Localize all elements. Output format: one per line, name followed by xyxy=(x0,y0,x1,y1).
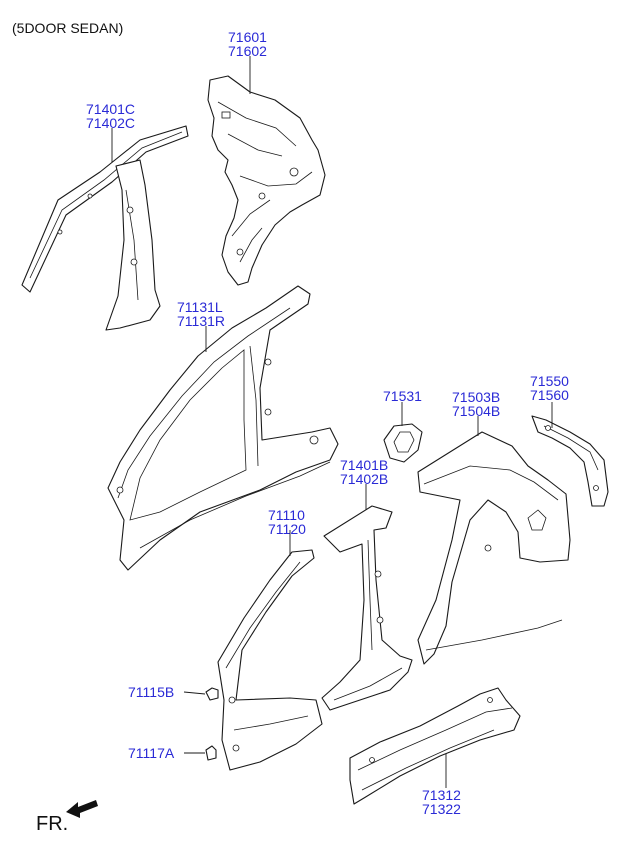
label-71503B: 71503B xyxy=(452,389,500,405)
label-71504B: 71504B xyxy=(452,403,500,419)
label-71131L: 71131L xyxy=(177,299,223,315)
label-71401C: 71401C xyxy=(86,101,135,117)
part-rear-bracket xyxy=(531,415,609,507)
label-71312: 71312 xyxy=(422,787,461,803)
label-71560: 71560 xyxy=(530,387,569,403)
label-71531: 71531 xyxy=(383,388,422,404)
part-rear-inner-quarter xyxy=(207,75,326,286)
part-clip-71117A xyxy=(205,745,217,761)
label-71120: 71120 xyxy=(268,521,306,537)
part-center-pillar-inner-upper xyxy=(21,125,189,331)
front-arrow-icon xyxy=(66,800,98,818)
label-71401B: 71401B xyxy=(340,457,388,473)
part-clip-71115B xyxy=(205,687,219,701)
leader-71115B xyxy=(183,691,206,695)
label-71117A: 71117A xyxy=(128,745,175,761)
part-side-outer-panel xyxy=(107,285,339,571)
label-71115B: 71115B xyxy=(128,684,174,700)
diagram-title: (5DOOR SEDAN) xyxy=(12,20,123,36)
label-71402C: 71402C xyxy=(86,115,135,131)
label-71402B: 71402B xyxy=(340,471,388,487)
front-direction-label: FR. xyxy=(36,813,68,835)
label-71550: 71550 xyxy=(530,373,569,389)
part-rear-quarter-outer xyxy=(417,431,571,665)
part-side-sill-outer xyxy=(349,687,521,805)
label-71601: 71601 xyxy=(228,29,267,45)
label-71131R: 71131R xyxy=(177,313,225,329)
label-71602: 71602 xyxy=(228,43,267,59)
part-center-pillar-outer xyxy=(321,505,413,711)
part-front-pillar-outer xyxy=(217,549,323,771)
label-71322: 71322 xyxy=(422,801,461,817)
part-fuel-filler-housing xyxy=(383,423,423,463)
label-71110: 71110 xyxy=(268,507,305,523)
